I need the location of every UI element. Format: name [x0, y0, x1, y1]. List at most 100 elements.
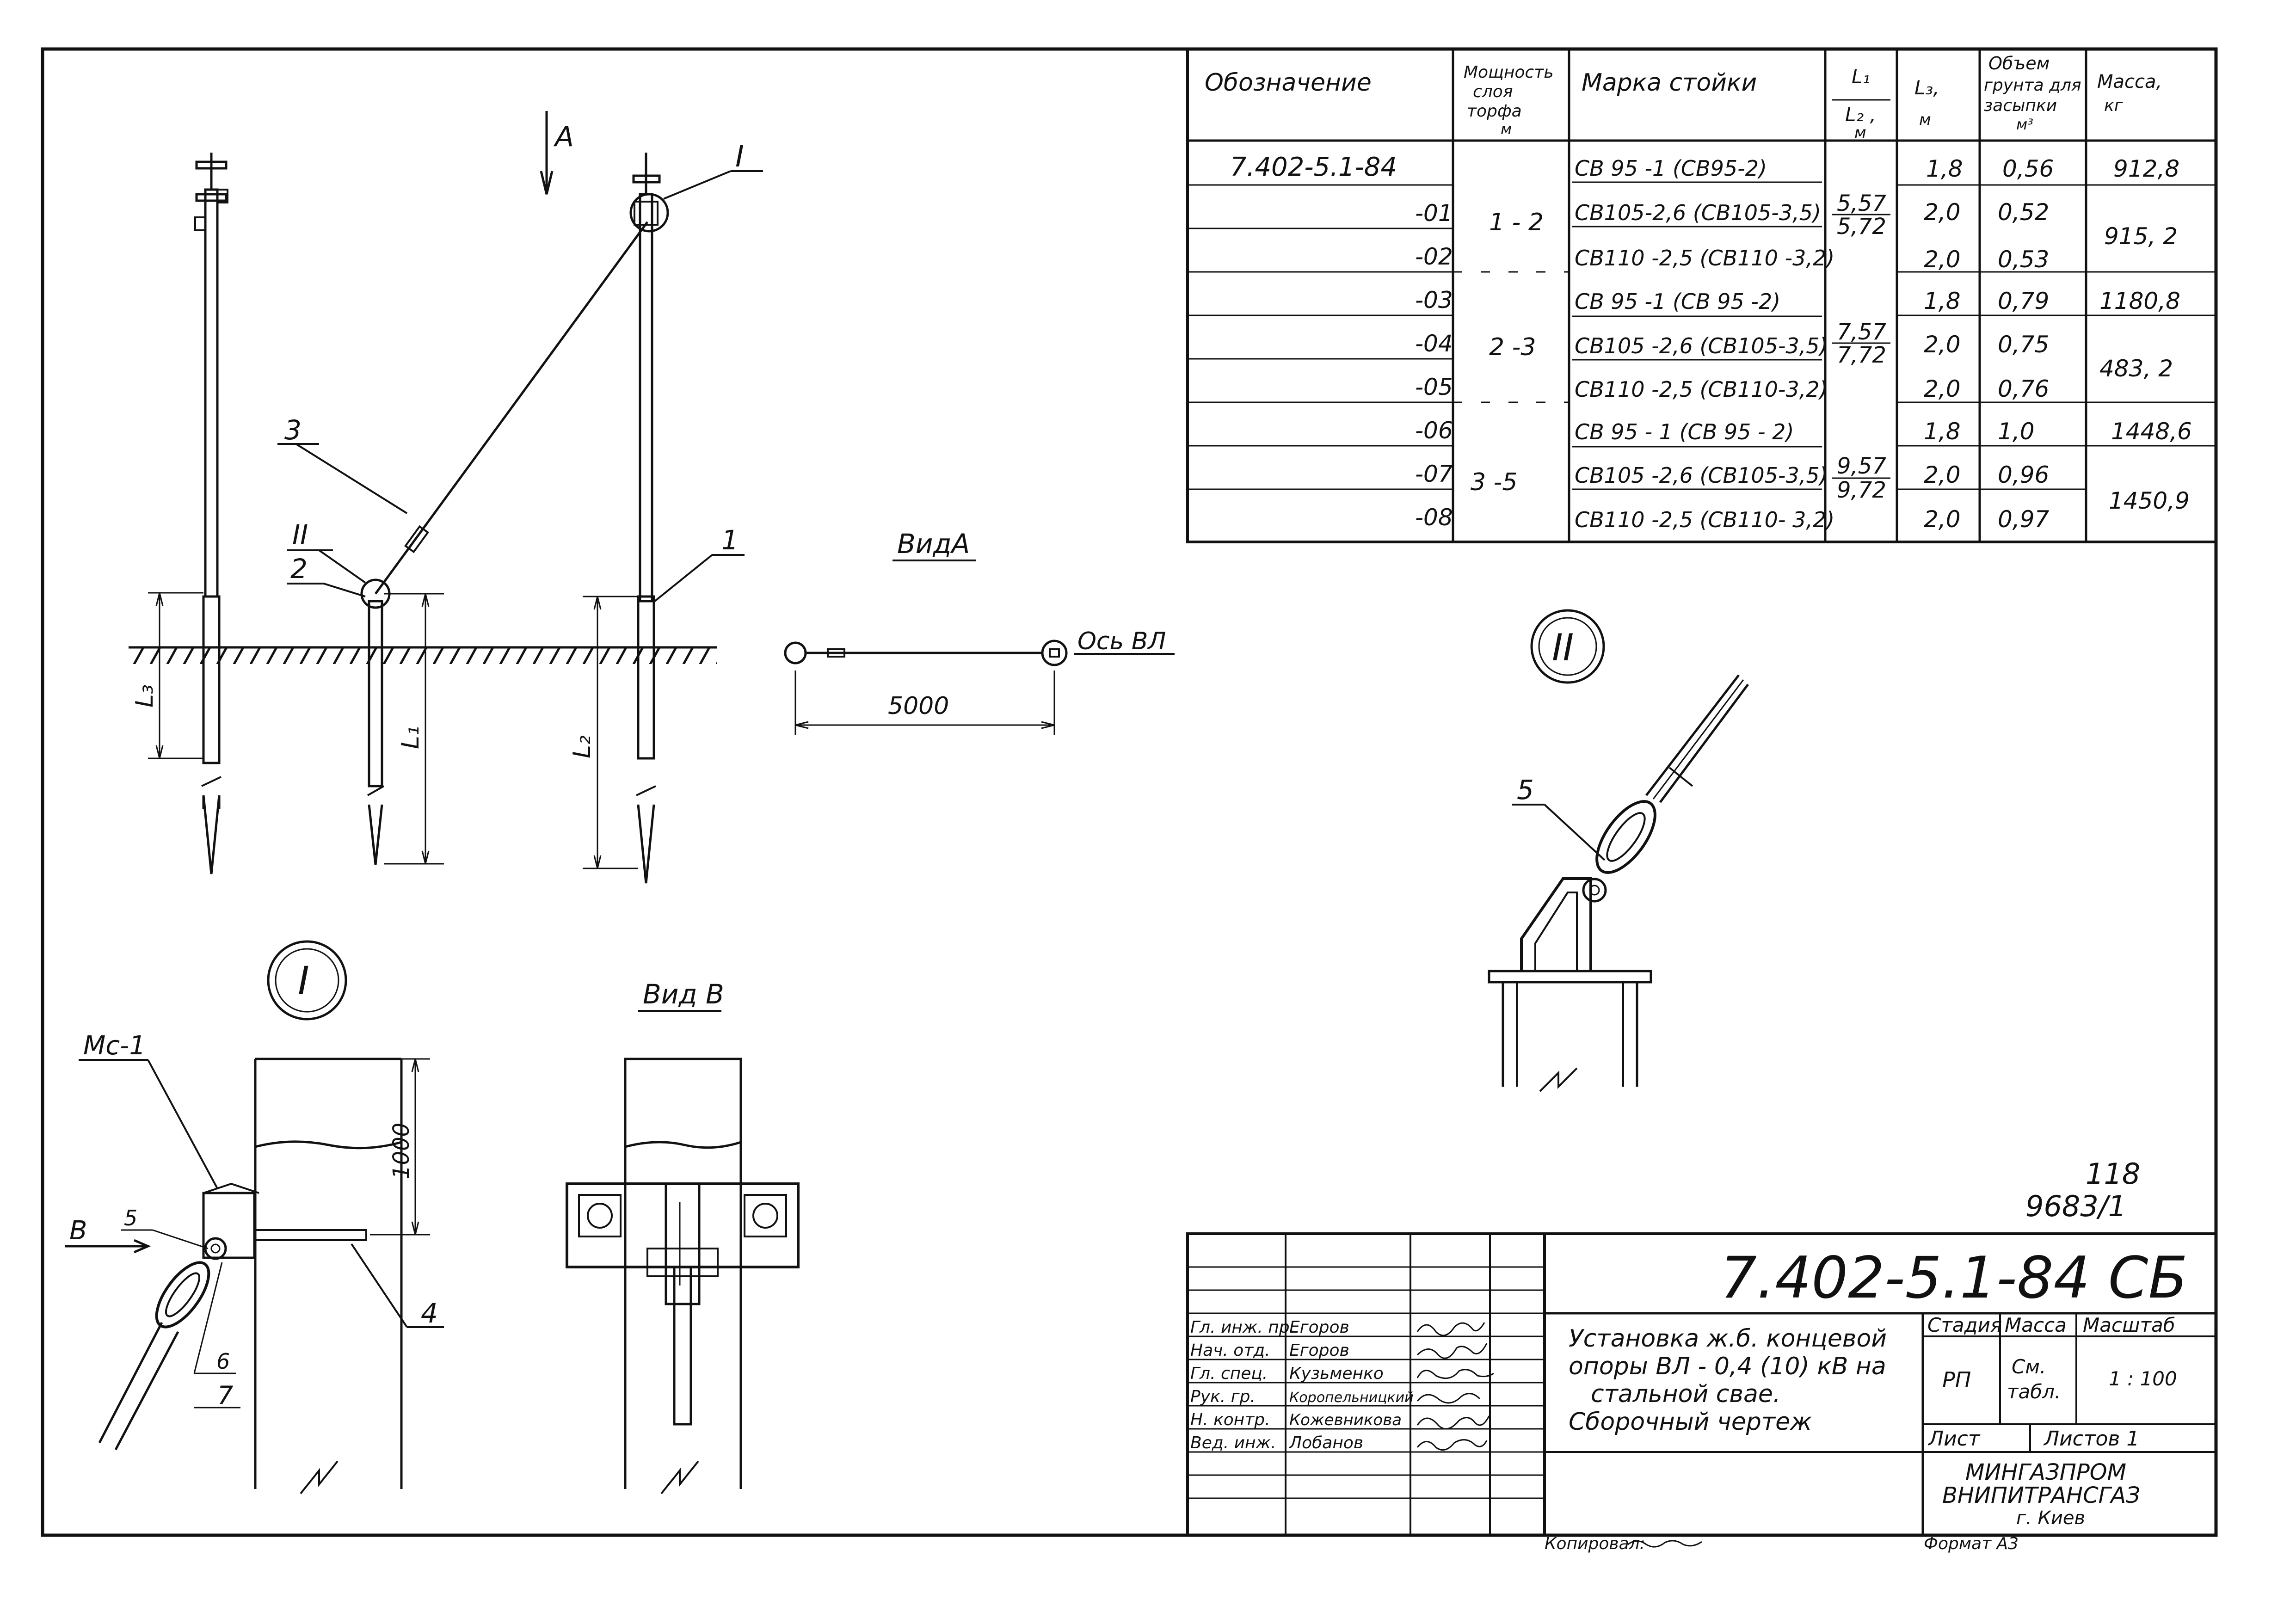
- row-l3-7: 2,0: [1924, 461, 1961, 488]
- org-line-3: г. Киев: [2016, 1507, 2085, 1529]
- peat-group-2: 2 -3: [1489, 333, 1536, 361]
- row-vol-7: 0,96: [1998, 461, 2049, 488]
- l2-group-1: 5,72: [1837, 214, 1886, 240]
- hdr-vol-unit: м³: [2016, 116, 2033, 133]
- row-l3-0: 1,8: [1926, 155, 1963, 182]
- staff-role-1: Нач. отд.: [1190, 1341, 1270, 1360]
- callout-5-node-i: 5: [124, 1206, 137, 1230]
- hdr-l1: L₁: [1852, 65, 1870, 88]
- row-mark-3: СВ 95 -1 (СВ 95 -2): [1575, 289, 1780, 314]
- node-ii-title: II: [1552, 626, 1574, 669]
- sheet-label: Лист: [1927, 1427, 1981, 1451]
- hdr-l3-unit: м: [1919, 111, 1931, 129]
- hdr-l2: L₂ ,: [1845, 103, 1876, 126]
- staff-name-0: Егоров: [1289, 1318, 1349, 1337]
- footer-copied: Копировал:: [1545, 1534, 1645, 1553]
- node-ii-label-top: II: [292, 519, 308, 550]
- row-code-2: -02: [1415, 243, 1453, 270]
- title-line-1: Установка ж.б. концевой: [1569, 1325, 1887, 1353]
- mass-group-1: 915, 2: [2104, 223, 2178, 250]
- arrow-a-label: А: [553, 121, 574, 153]
- row-code-5: -05: [1415, 374, 1453, 400]
- callout-3: 3: [284, 414, 302, 446]
- view-a-title: ВидА: [897, 528, 970, 560]
- mass-label: Масса: [2005, 1314, 2067, 1336]
- row-l3-6: 1,8: [1924, 418, 1961, 445]
- hdr-vol-1: Объем: [1988, 53, 2050, 74]
- row-mass-3: 1180,8: [2099, 288, 2180, 314]
- row-mark-0: СВ 95 -1 (СВ95-2): [1575, 156, 1767, 181]
- l1-group-3: 9,57: [1837, 453, 1886, 479]
- doc-number: 7.402-5.1-84 СБ: [1720, 1245, 2188, 1311]
- dim-l3: L₃: [131, 684, 159, 707]
- hdr-vol-3: засыпки: [1984, 96, 2057, 115]
- row-code-1: -01: [1415, 200, 1453, 227]
- staff-role-5: Вед. инж.: [1190, 1433, 1276, 1452]
- dim-l2: L₂: [568, 735, 596, 758]
- row-mark-4: СВ105 -2,6 (СВ105-3,5): [1575, 333, 1828, 358]
- dim-l1: L₁: [397, 726, 425, 749]
- dim-5000: 5000: [888, 692, 949, 720]
- node-i-label-top: I: [735, 140, 744, 174]
- l2-group-3: 9,72: [1837, 477, 1886, 503]
- callout-7: 7: [217, 1381, 233, 1410]
- sheet-frame: [41, 47, 2218, 1537]
- left-pole: [194, 153, 228, 874]
- row-code-8: -08: [1415, 504, 1453, 531]
- staff-role-2: Гл. спец.: [1190, 1364, 1268, 1383]
- row-vol-4: 0,75: [1998, 331, 2049, 358]
- hdr-peat-unit: м: [1501, 120, 1512, 138]
- hdr-l3: L₃,: [1914, 76, 1939, 99]
- row-mark-1: СВ105-2,6 (СВ105-3,5): [1575, 200, 1821, 225]
- hdr-post-mark: Марка стойки: [1582, 69, 1757, 97]
- callout-2: 2: [290, 553, 308, 584]
- mass-value-2: табл.: [2007, 1380, 2061, 1403]
- hdr-mass: Масса,: [2097, 71, 2162, 92]
- row-l3-3: 1,8: [1924, 288, 1961, 314]
- staff-role-4: Н. контр.: [1190, 1410, 1270, 1429]
- row-mark-2: СВ110 -2,5 (СВ110 -3,2): [1575, 246, 1834, 271]
- row-vol-5: 0,76: [1998, 375, 2049, 402]
- guy-wire: [374, 221, 649, 595]
- callout-6: 6: [216, 1349, 230, 1374]
- title-line-3: стальной свае.: [1591, 1380, 1780, 1408]
- dim-1000: 1000: [388, 1123, 414, 1179]
- mass-group-3: 1450,9: [2109, 487, 2190, 514]
- arrow-b-label: В: [69, 1216, 87, 1246]
- mass-group-2: 483, 2: [2099, 355, 2173, 382]
- hdr-peat-2: слоя: [1473, 82, 1513, 101]
- sheet-number-top: 118: [2086, 1157, 2140, 1191]
- row-l3-1: 2,0: [1924, 199, 1961, 226]
- row-code-6: -06: [1415, 417, 1453, 444]
- view-b: Вид В: [566, 978, 800, 1495]
- node-i-title: I: [298, 958, 309, 1003]
- row-l3-4: 2,0: [1924, 331, 1961, 358]
- staff-name-2: Кузьменко: [1289, 1364, 1384, 1383]
- row-vol-3: 0,79: [1998, 288, 2049, 314]
- l1-group-2: 7,57: [1837, 319, 1886, 345]
- l1-group-1: 5,57: [1837, 191, 1886, 216]
- title-line-4: Сборочный чертеж: [1569, 1408, 1812, 1436]
- staff-name-1: Егоров: [1289, 1341, 1349, 1360]
- row-vol-8: 0,97: [1998, 506, 2050, 533]
- footer-format: Формат А3: [1924, 1534, 2019, 1553]
- hdr-l-unit: м: [1854, 123, 1866, 142]
- row-code-4: -04: [1415, 330, 1453, 357]
- row-code-0: 7.402-5.1-84: [1230, 152, 1397, 182]
- right-pole: [632, 153, 661, 884]
- row-mass-0: 912,8: [2113, 155, 2179, 182]
- stage-label: Стадия: [1927, 1314, 2002, 1336]
- peat-group-3: 3 -5: [1471, 468, 1517, 496]
- stage-value: РП: [1942, 1367, 1971, 1392]
- sheets-label: Листов 1: [2043, 1427, 2139, 1451]
- org-line-1: МИНГАЗПРОМ: [1965, 1459, 2126, 1485]
- staff-name-4: Кожевникова: [1289, 1411, 1402, 1429]
- row-vol-0: 0,56: [2002, 155, 2054, 182]
- callout-4: 4: [421, 1298, 438, 1329]
- scale-value: 1 : 100: [2109, 1367, 2177, 1390]
- hdr-designation: Обозначение: [1205, 69, 1372, 97]
- hdr-vol-2: грунта для: [1984, 76, 2081, 95]
- l2-group-2: 7,72: [1837, 342, 1886, 368]
- peat-group-1: 1 - 2: [1489, 209, 1544, 236]
